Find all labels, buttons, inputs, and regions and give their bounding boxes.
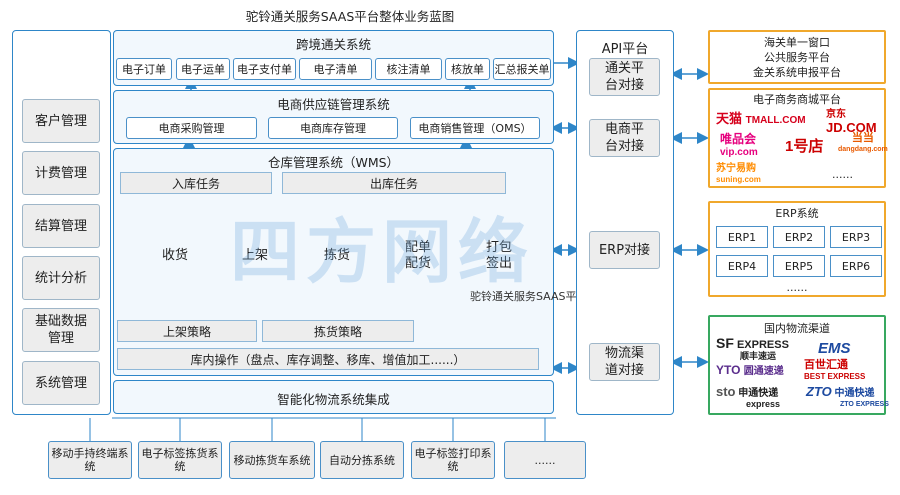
best-en: BEST EXPRESS: [804, 372, 866, 381]
zto-mark: ZTO: [806, 384, 832, 399]
yhd-logo: 1号店: [785, 138, 824, 155]
flow-step-receive: 收货: [161, 248, 188, 263]
best-cn: 百世汇通: [804, 359, 848, 371]
sidebar-item-billing[interactable]: 计费管理: [22, 151, 100, 195]
flow-step-match: 配单 配货: [404, 240, 431, 271]
ecommerce-panel: [708, 88, 886, 188]
bottom-auto-sort[interactable]: 自动分拣系统: [320, 441, 404, 479]
integration-title: 智能化物流系统集成: [277, 392, 390, 407]
wms-title: 仓库管理系统（WMS）: [267, 155, 400, 170]
flow-step-pack: 打包 签出: [485, 240, 512, 271]
customs-window-line-1: 海关单一窗口: [764, 36, 830, 49]
bottom-mobile-cart[interactable]: 移动拣货车系统: [229, 441, 315, 479]
bottom-handheld[interactable]: 移动手持终端系统: [48, 441, 132, 479]
watermark-text: 四方网络: [230, 211, 534, 293]
sf-en: EXPRESS: [736, 339, 789, 351]
api-customs[interactable]: 通关平台对接: [589, 58, 660, 96]
sf-mark: SF: [716, 335, 734, 351]
customs-window-panel: [708, 30, 886, 84]
yto-cn: 圆通速递: [743, 366, 784, 377]
wms-inbound-task[interactable]: 入库任务: [120, 172, 272, 194]
integration-panel: [113, 380, 554, 414]
inventory-operations[interactable]: 库内操作（盘点、库存调整、移库、增值加工......）: [117, 348, 539, 370]
api-logistics[interactable]: 物流渠道对接: [589, 343, 660, 381]
sf-cn: 顺丰速运: [740, 351, 777, 361]
api-title: API平台: [601, 42, 649, 57]
erp-item-5[interactable]: ERP5: [773, 255, 825, 277]
jd-cn: 京东: [826, 109, 846, 120]
ecommerce-more: ......: [832, 168, 853, 181]
ems-logo: EMS: [818, 340, 851, 357]
dangdang-logo: 当当 dangdang.com: [838, 132, 888, 156]
vip-en: vip.com: [720, 147, 758, 158]
sto-mark: sto: [716, 384, 736, 399]
page-title: 驼铃通关服务SAAS平台整体业务蓝图: [245, 9, 455, 24]
flow-step-pick: 拣货: [323, 248, 350, 263]
sidebar-item-base-data[interactable]: 基础数据管理: [22, 308, 100, 352]
tmall-en: TMALL.COM: [745, 115, 806, 126]
bottom-more: ......: [504, 441, 586, 479]
suning-cn: 苏宁易购: [716, 163, 756, 174]
erp-item-3[interactable]: ERP3: [830, 226, 882, 248]
bottom-e-label-pick[interactable]: 电子标签拣货系统: [138, 441, 222, 479]
customs-item-verify-list[interactable]: 核注清单: [375, 58, 442, 80]
oms-item-sales[interactable]: 电商销售管理（OMS）: [410, 117, 540, 139]
ecommerce-title: 电子商务商城平台: [753, 93, 841, 106]
erp-item-2[interactable]: ERP2: [773, 226, 825, 248]
sto-cn: 申通快递: [738, 388, 779, 399]
customs-item-waybill[interactable]: 电子运单: [176, 58, 230, 80]
customs-item-summary[interactable]: 汇总报关单: [493, 58, 551, 80]
erp-item-1[interactable]: ERP1: [716, 226, 768, 248]
sidebar-item-customer[interactable]: 客户管理: [22, 99, 100, 143]
zto-logo: ZTO 中通快递 ZTO EXPRESS: [806, 384, 889, 410]
putaway-strategy[interactable]: 上架策略: [117, 320, 257, 342]
zto-en: ZTO EXPRESS: [840, 401, 889, 408]
flow-step-putaway: 上架: [241, 248, 268, 263]
dangdang-cn: 当当: [851, 132, 874, 144]
customs-item-payment[interactable]: 电子支付单: [233, 58, 296, 80]
bottom-e-label-print[interactable]: 电子标签打印系统: [411, 441, 495, 479]
tmall-cn: 天猫: [716, 111, 743, 126]
suning-en: suning.com: [716, 175, 761, 184]
logistics-panel: [708, 315, 886, 415]
sidebar-item-statistics[interactable]: 统计分析: [22, 256, 100, 300]
wms-outbound-task[interactable]: 出库任务: [282, 172, 506, 194]
customs-item-list[interactable]: 电子清单: [299, 58, 372, 80]
erp-panel: [708, 201, 886, 297]
erp-item-6[interactable]: ERP6: [830, 255, 882, 277]
erp-more: ......: [786, 281, 808, 294]
zto-cn: 中通快递: [834, 388, 875, 399]
oms-item-inventory[interactable]: 电商库存管理: [268, 117, 398, 139]
api-erp[interactable]: ERP对接: [589, 231, 660, 269]
tmall-logo: 天猫 TMALL.COM: [716, 108, 806, 127]
vip-cn: 唯品会: [720, 132, 757, 146]
erp-item-4[interactable]: ERP4: [716, 255, 768, 277]
customs-item-release[interactable]: 核放单: [445, 58, 490, 80]
jd-en: JD.COM: [826, 120, 877, 135]
yto-mark: YTO: [716, 363, 741, 377]
sidebar-item-settlement[interactable]: 结算管理: [22, 204, 100, 248]
oms-item-purchase[interactable]: 电商采购管理: [126, 117, 257, 139]
customs-item-order[interactable]: 电子订单: [116, 58, 172, 80]
oms-title: 电商供应链管理系统: [277, 97, 390, 112]
customs-window-line-3: 金关系统申报平台: [753, 66, 841, 79]
picking-strategy[interactable]: 拣货策略: [262, 320, 414, 342]
dangdang-en: dangdang.com: [838, 146, 888, 153]
sto-en: express: [746, 399, 781, 409]
customs-system-title: 跨境通关系统: [295, 37, 371, 52]
logistics-title: 国内物流渠道: [764, 322, 830, 335]
erp-title: ERP系统: [775, 207, 819, 220]
yto-logo: YTO 圆通速递: [716, 362, 784, 377]
customs-window-text: 海关单一窗口 公共服务平台 金关系统申报平台: [708, 35, 886, 80]
sidebar-item-system[interactable]: 系统管理: [22, 361, 100, 405]
customs-window-line-2: 公共服务平台: [764, 51, 830, 64]
api-ecommerce[interactable]: 电商平台对接: [589, 119, 660, 157]
